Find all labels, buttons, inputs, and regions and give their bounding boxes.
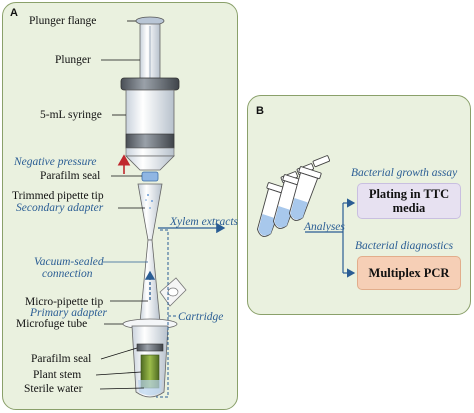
syringe-plunger-seal-shape (125, 133, 175, 149)
label-plunger-flange: Plunger flange (29, 15, 97, 27)
label-sterile-water: Sterile water (24, 383, 83, 395)
parafilm-seal-top-shape (141, 171, 159, 182)
cartridge-bracket (156, 229, 169, 398)
label-plant-stem: Plant stem (33, 369, 82, 381)
micro-tip-shape (139, 239, 161, 323)
label-diagnostics: Bacterial diagnostics (355, 240, 454, 252)
label-cartridge: Cartridge (178, 311, 224, 323)
panel-a (2, 2, 238, 410)
parafilm-seal-bottom-shape (136, 343, 164, 352)
tube-group (256, 155, 331, 237)
label-parafilm-seal-bottom: Parafilm seal (31, 353, 92, 365)
plating-box: Plating in TTC media (357, 183, 461, 219)
label-syringe: 5-mL syringe (40, 109, 102, 121)
label-analyses: Analyses (304, 221, 345, 233)
syringe-collar-shape (120, 77, 180, 91)
panel-a-label: A (10, 7, 18, 19)
label-connection: connection (42, 268, 93, 280)
label-negative-pressure: Negative pressure (14, 156, 97, 168)
label-primary-adapter: Primary adapter (30, 307, 107, 319)
pcr-box: Multiplex PCR (357, 256, 461, 290)
label-secondary-adapter: Secondary adapter (16, 202, 104, 214)
label-growth-assay: Bacterial growth assay (351, 167, 458, 179)
label-xylem-extracts: Xylem extracts (170, 216, 239, 228)
label-microfuge-tube: Microfuge tube (16, 318, 88, 330)
sterile-water-shape (138, 380, 162, 396)
label-parafilm-seal-top: Parafilm seal (40, 170, 101, 182)
label-vacuum-sealed: Vacuum-sealed (34, 256, 104, 268)
label-trimmed-tip: Trimmed pipette tip (12, 190, 104, 202)
trimmed-tip-shape (137, 183, 163, 241)
label-plunger: Plunger (55, 54, 91, 66)
panel-b-label: B (256, 105, 264, 117)
label-micro-pipette-tip: Micro-pipette tip (25, 296, 104, 308)
